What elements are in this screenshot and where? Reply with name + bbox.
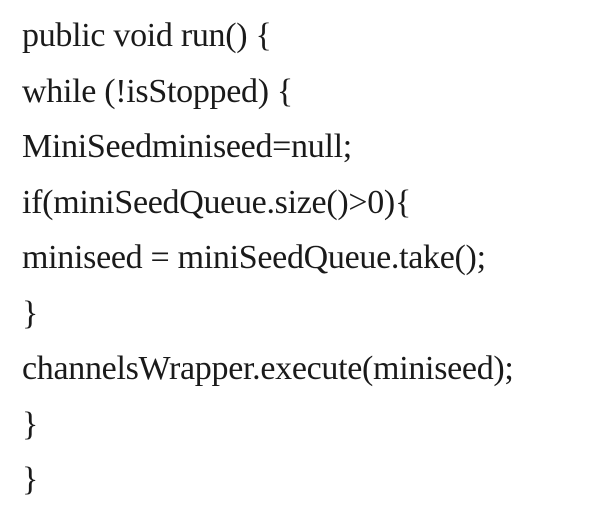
code-line-5: miniseed = miniSeedQueue.take();	[22, 239, 486, 276]
code-line-1: public void run() {	[22, 17, 272, 54]
code-snippet: public void run() { while (!isStopped) {…	[22, 8, 602, 508]
code-line-7: channelsWrapper.execute(miniseed);	[22, 350, 514, 387]
code-line-3: MiniSeedminiseed=null;	[22, 128, 352, 165]
code-line-4: if(miniSeedQueue.size()>0){	[22, 183, 411, 221]
code-line-8: }	[22, 405, 39, 443]
code-line-6: }	[22, 294, 39, 332]
code-line-9: }	[22, 461, 39, 498]
code-line-2: while (!isStopped) {	[22, 72, 293, 110]
